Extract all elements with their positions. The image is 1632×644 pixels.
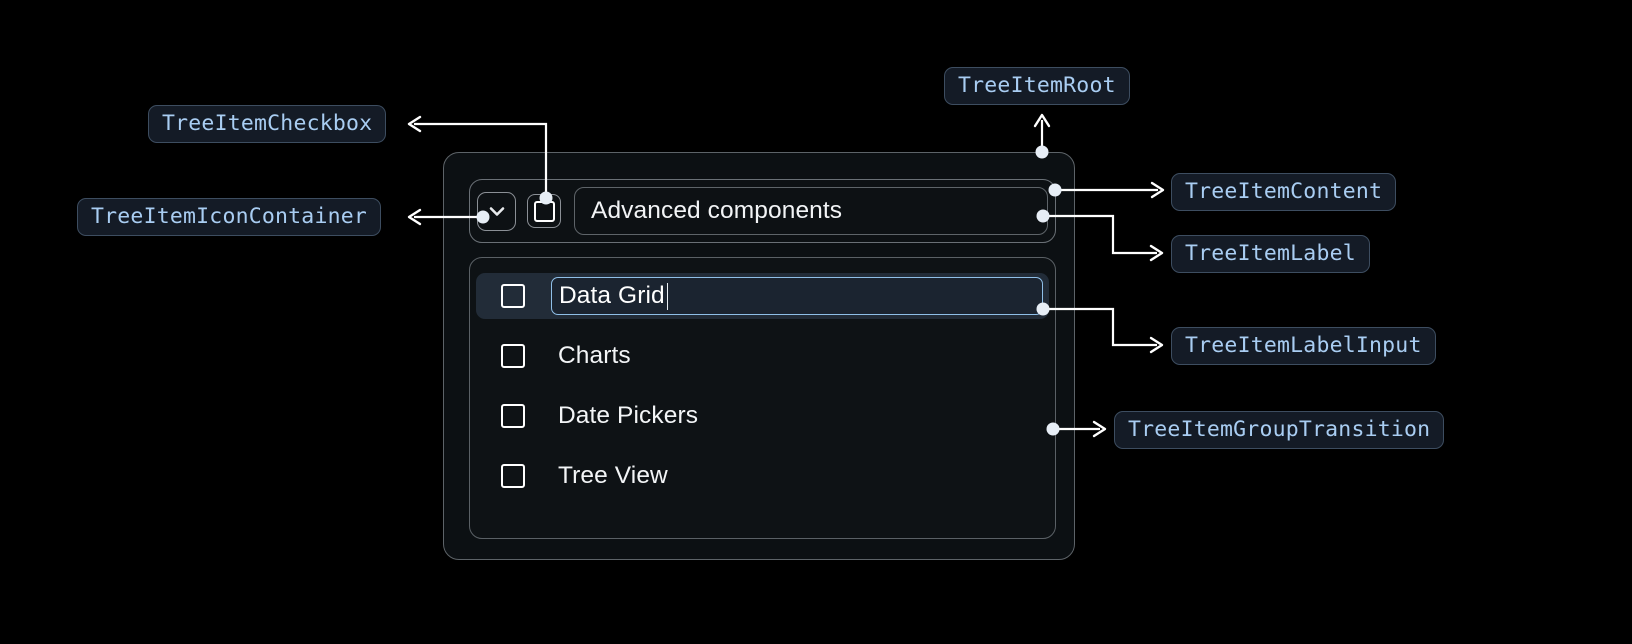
- tree-item-checkbox[interactable]: [527, 194, 561, 228]
- badge-tree-item-label-input: TreeItemLabelInput: [1171, 327, 1436, 365]
- tree-item-checkbox[interactable]: [501, 464, 525, 488]
- tree-item-root[interactable]: Advanced components Data Grid Charts Dat…: [443, 152, 1075, 560]
- tree-item-label: Date Pickers: [558, 401, 699, 429]
- tree-item-label: Charts: [558, 341, 631, 369]
- badge-tree-item-root: TreeItemRoot: [944, 67, 1130, 105]
- badge-tree-item-label: TreeItemLabel: [1171, 235, 1370, 273]
- tree-item-content[interactable]: Advanced components: [469, 179, 1056, 243]
- tree-item-icon-container[interactable]: [477, 191, 516, 231]
- tree-item-checkbox[interactable]: [501, 284, 525, 308]
- checkbox-square: [533, 200, 555, 222]
- text-caret: [666, 282, 669, 310]
- tree-item-row-charts[interactable]: Charts: [470, 333, 1055, 379]
- tree-item-label: Tree View: [558, 461, 668, 489]
- chevron-down-icon: [484, 198, 510, 224]
- badge-tree-item-group-transition: TreeItemGroupTransition: [1114, 411, 1445, 449]
- tree-item-row-tree-view[interactable]: Tree View: [470, 453, 1055, 499]
- tree-item-label-input[interactable]: Data Grid: [551, 277, 1043, 315]
- badge-tree-item-content: TreeItemContent: [1171, 173, 1397, 211]
- tree-item-row-date-pickers[interactable]: Date Pickers: [470, 393, 1055, 439]
- tree-item-label[interactable]: Advanced components: [574, 187, 1048, 235]
- label-input-value: Data Grid: [559, 281, 665, 309]
- tree-item-group-transition: Data Grid Charts Date Pickers Tree View: [469, 257, 1056, 539]
- badge-tree-item-icon-container: TreeItemIconContainer: [77, 198, 382, 236]
- tree-item-label-text: Advanced components: [591, 197, 843, 224]
- tree-item-checkbox[interactable]: [501, 344, 525, 368]
- badge-tree-item-checkbox: TreeItemCheckbox: [148, 105, 387, 143]
- tree-item-row-data-grid[interactable]: Data Grid: [476, 273, 1049, 319]
- tree-item-checkbox[interactable]: [501, 404, 525, 428]
